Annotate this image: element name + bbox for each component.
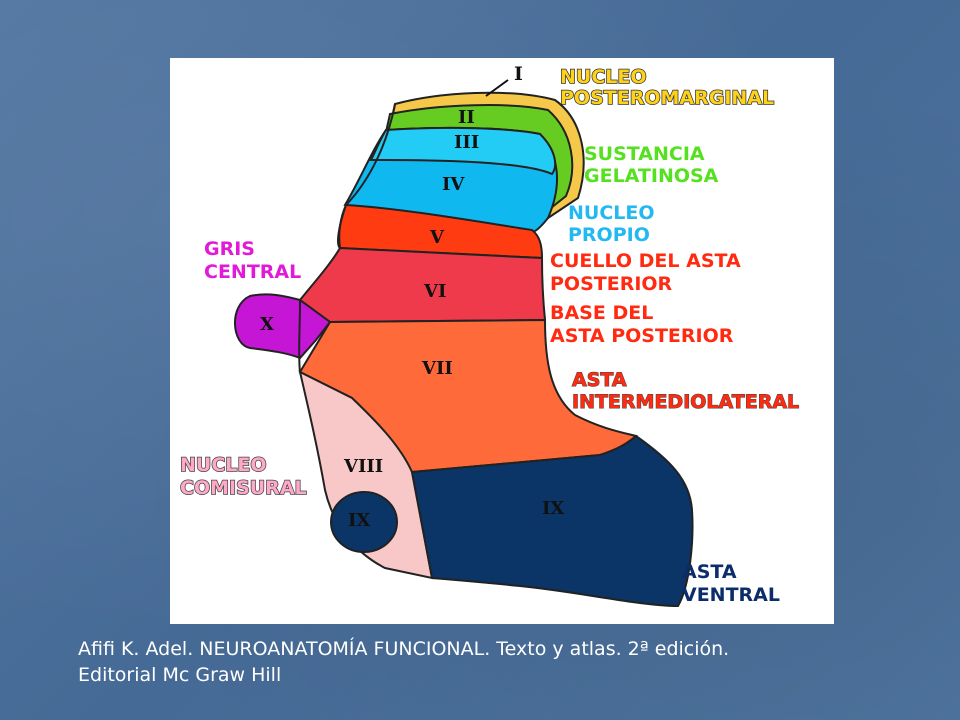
- lamina-I-numeral: I: [514, 63, 523, 85]
- label-sustancia-gelatinosa: SUSTANCIA GELATINOSA: [584, 143, 719, 187]
- label-cuello-asta-posterior-line-1: CUELLO DEL ASTA: [550, 250, 741, 272]
- label-asta-intermediolateral-line-1: ASTA: [572, 369, 627, 391]
- lamina-X-region: [234, 293, 332, 360]
- lamina-III-numeral: III: [454, 132, 479, 153]
- lamina-I-pointer: [485, 79, 509, 97]
- label-nucleo-comisural: NUCLEO COMISURAL: [179, 453, 307, 500]
- label-base-asta-posterior: BASE DEL ASTA POSTERIOR: [550, 302, 734, 347]
- label-base-asta-posterior-line-1: BASE DEL: [550, 302, 653, 324]
- lamina-VI-numeral: VI: [423, 281, 446, 302]
- lamina-IX-medial-numeral: IX: [348, 510, 370, 531]
- label-asta-ventral-line-2: VENTRAL: [682, 584, 780, 606]
- lamina-IX-ventral-numeral: IX: [542, 498, 564, 519]
- label-nucleo-posteromarginal-line-2: POSTEROMARGINAL: [560, 87, 774, 109]
- lamina-VI-region: [298, 246, 547, 324]
- label-asta-ventral-line-1: ASTA: [682, 561, 737, 583]
- label-nucleo-comisural-line-2: COMISURAL: [180, 477, 307, 499]
- label-nucleo-posteromarginal-line-1: NUCLEO: [560, 66, 647, 88]
- label-cuello-asta-posterior: CUELLO DEL ASTA POSTERIOR: [550, 250, 741, 295]
- label-asta-intermediolateral-line-2: INTERMEDIOLATERAL: [572, 391, 799, 413]
- label-base-asta-posterior-line-2: ASTA POSTERIOR: [550, 325, 734, 347]
- lamina-VIII-numeral: VIII: [343, 456, 383, 477]
- label-nucleo-propio-line-2: PROPIO: [568, 224, 650, 246]
- label-gris-central-line-2: CENTRAL: [204, 261, 301, 283]
- lamina-VII-numeral: VII: [421, 358, 453, 379]
- label-sustancia-gelatinosa-line-1: SUSTANCIA: [584, 143, 705, 165]
- label-nucleo-propio: NUCLEO PROPIO: [568, 202, 655, 246]
- lamina-IV-numeral: IV: [442, 174, 465, 195]
- caption-citation-line-2: Editorial Mc Graw Hill: [78, 664, 282, 686]
- label-gris-central: GRIS CENTRAL: [204, 238, 301, 283]
- label-cuello-asta-posterior-line-2: POSTERIOR: [550, 273, 673, 295]
- lamina-IX-ventral-region: [410, 434, 694, 608]
- lamina-V-numeral: V: [429, 227, 445, 248]
- gray-matter-outline: [298, 103, 396, 373]
- label-nucleo-posteromarginal: NUCLEO POSTEROMARGINAL: [559, 65, 775, 110]
- lamina-II-numeral: II: [458, 107, 475, 128]
- label-sustancia-gelatinosa-line-2: GELATINOSA: [584, 165, 719, 187]
- lamina-X-numeral: X: [260, 314, 274, 335]
- caption-citation-line-1: Afifi K. Adel. NEUROANATOMÍA FUNCIONAL. …: [78, 638, 730, 660]
- lamina-III-region: [369, 126, 557, 176]
- label-nucleo-propio-line-1: NUCLEO: [568, 202, 655, 224]
- label-nucleo-comisural-line-1: NUCLEO: [180, 454, 267, 476]
- label-gris-central-line-1: GRIS: [204, 238, 255, 260]
- label-asta-intermediolateral: ASTA INTERMEDIOLATERAL: [572, 369, 800, 414]
- label-asta-ventral: ASTA VENTRAL: [682, 561, 780, 606]
- lamina-IX-medial-region: [330, 491, 398, 553]
